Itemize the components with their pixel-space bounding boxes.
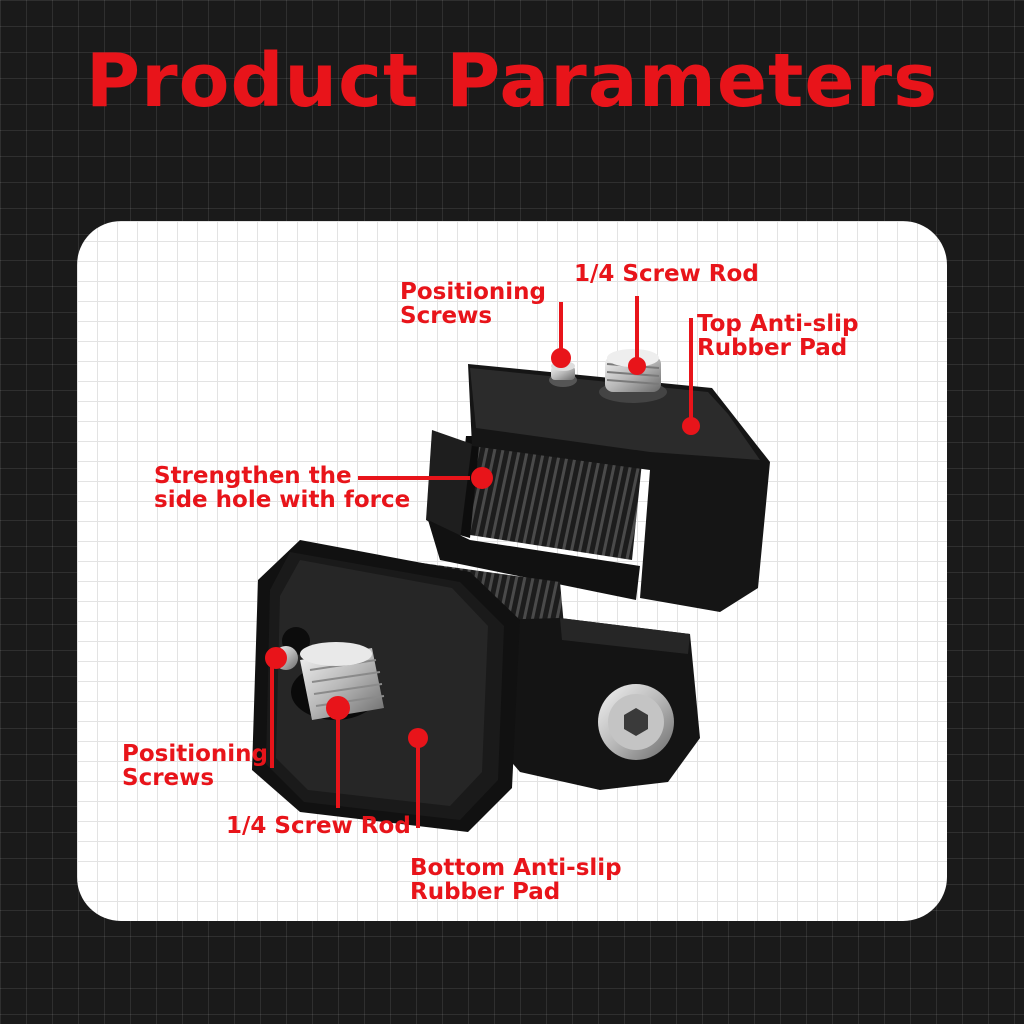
callout-lines [265,296,693,828]
label-top-rubber-pad: Top Anti-slip Rubber Pad [697,311,859,361]
bottom-screw-rod [291,642,385,720]
side-clamp-block [484,618,700,790]
label-side-hole: Strengthen the side hole with force [154,463,411,513]
label-top-screw-rod: 1/4 Screw Rod [574,261,759,287]
bottom-mount-plate [252,540,520,832]
top-screw-rod [599,349,667,403]
bottom-rubber-pad-marker [408,728,428,748]
label-bottom-rubber-pad: Bottom Anti-slip Rubber Pad [410,855,622,905]
label-top-positioning-screws: Positioning Screws [400,279,547,329]
label-bottom-screw-rod: 1/4 Screw Rod [226,813,411,839]
top-rubber-pad-marker [682,417,700,435]
label-bottom-positioning-screws: Positioning Screws [122,741,269,791]
page-title: Product Parameters [85,38,939,124]
